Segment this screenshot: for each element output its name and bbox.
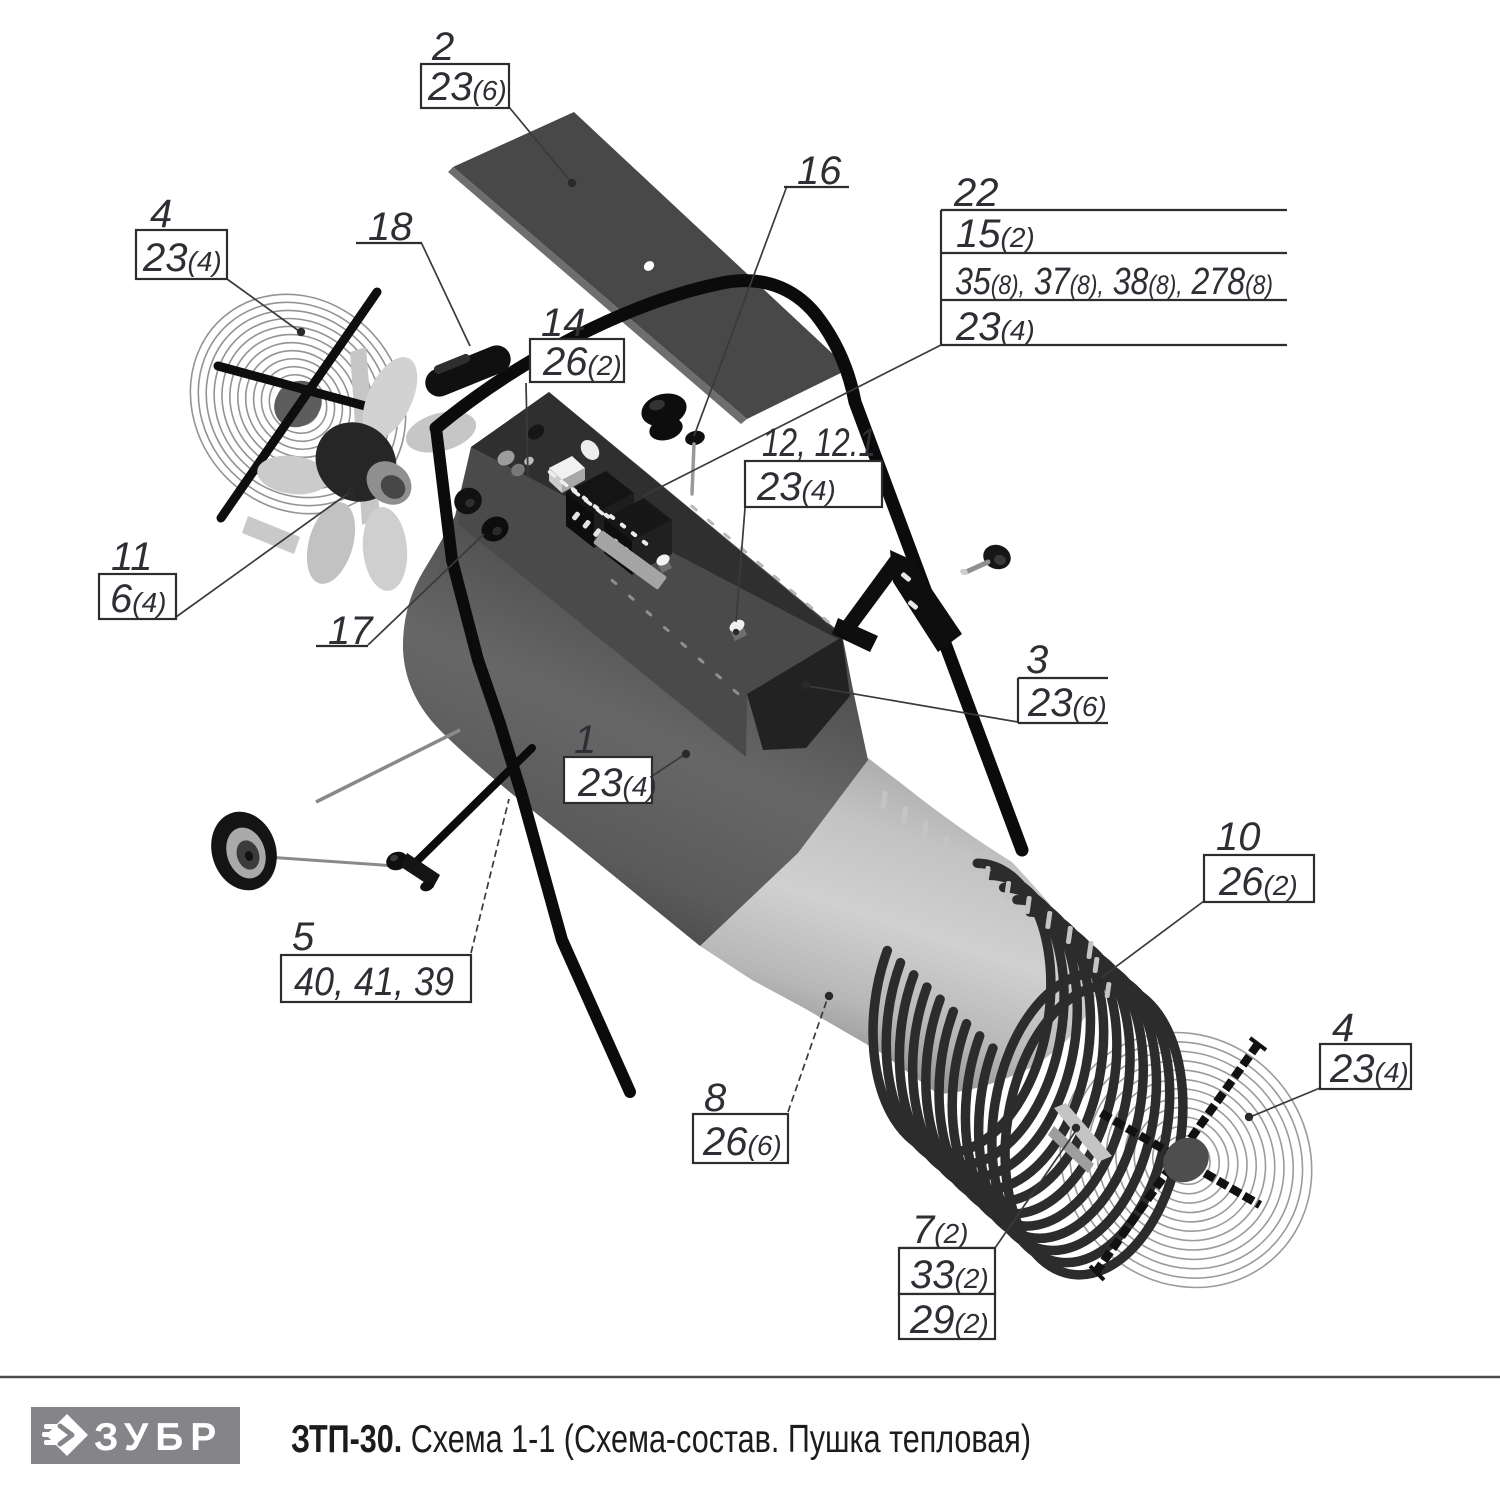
svg-text:23(6): 23(6) — [1027, 681, 1107, 725]
svg-text:8: 8 — [704, 1076, 727, 1120]
svg-text:29(2): 29(2) — [909, 1298, 989, 1342]
svg-text:16: 16 — [797, 149, 842, 193]
svg-text:4: 4 — [1332, 1006, 1354, 1050]
svg-text:23(4): 23(4) — [756, 465, 836, 509]
svg-text:26(2): 26(2) — [1218, 860, 1298, 904]
svg-text:3: 3 — [1026, 638, 1048, 682]
svg-text:40, 41, 39: 40, 41, 39 — [294, 960, 454, 1004]
svg-text:12, 12.1: 12, 12.1 — [762, 421, 876, 465]
svg-text:1: 1 — [574, 718, 596, 762]
svg-text:5: 5 — [292, 915, 315, 959]
svg-text:23(4): 23(4) — [1329, 1047, 1409, 1091]
svg-text:14: 14 — [541, 301, 586, 345]
svg-text:10: 10 — [1216, 815, 1261, 859]
svg-text:26(6): 26(6) — [702, 1120, 782, 1164]
svg-text:18: 18 — [368, 205, 413, 249]
svg-text:ЗУБР: ЗУБР — [94, 1416, 223, 1459]
svg-text:ЗТП-30. Схема 1-1 (Схема-соста: ЗТП-30. Схема 1-1 (Схема-состав. Пушка т… — [291, 1418, 1031, 1461]
svg-text:4: 4 — [150, 192, 172, 236]
svg-text:35(8), 37(8), 38(8), 278(8): 35(8), 37(8), 38(8), 278(8) — [955, 261, 1273, 303]
svg-text:2: 2 — [431, 25, 454, 69]
svg-text:22: 22 — [953, 171, 999, 215]
svg-text:23(6): 23(6) — [427, 65, 507, 109]
svg-text:11: 11 — [111, 535, 153, 579]
